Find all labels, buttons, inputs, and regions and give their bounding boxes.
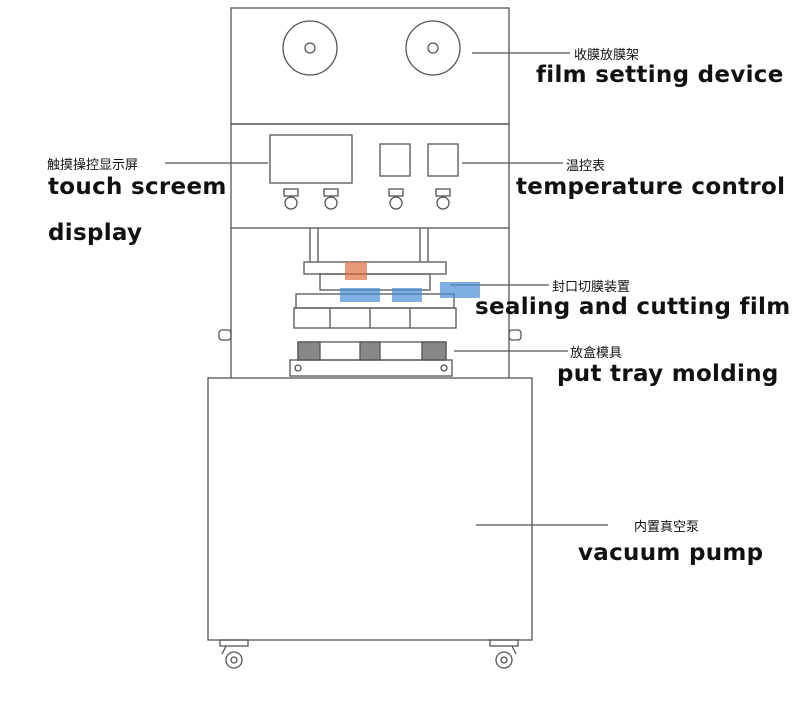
control-panel-frame	[230, 123, 510, 229]
film-label-en: film setting device	[536, 62, 784, 88]
pump-label-cn: 内置真空泵	[634, 520, 700, 535]
middle-frame	[218, 228, 522, 378]
touch-screen	[269, 134, 353, 184]
caster-right	[489, 639, 519, 669]
caster-left	[219, 639, 249, 669]
temp-label-en: temperature control	[516, 174, 786, 200]
touch-label-cn: 触摸操控显示屏	[47, 158, 139, 173]
film-section-frame	[230, 7, 510, 125]
guide-rods	[309, 228, 429, 262]
touch-label-en-1: touch screem	[48, 174, 227, 200]
temp-controller-1	[379, 143, 411, 177]
tray-mold	[289, 341, 453, 377]
temp-label-cn: 温控表	[566, 159, 606, 174]
tray-label-en: put tray molding	[557, 361, 779, 387]
tray-label-cn: 放盒模具	[570, 346, 623, 361]
control-knobs	[283, 188, 451, 210]
overlay-highlights	[340, 262, 480, 302]
temp-controller-2	[427, 143, 459, 177]
touch-label-en-2: display	[48, 220, 143, 246]
base-cabinet	[207, 377, 533, 641]
film-reel-left	[282, 20, 338, 76]
film-label-cn: 收膜放膜架	[574, 48, 640, 63]
seal-label-en: sealing and cutting film	[475, 294, 791, 320]
pump-label-en: vacuum pump	[578, 540, 764, 566]
seal-label-cn: 封口切膜装置	[552, 280, 631, 295]
film-reel-right	[405, 20, 461, 76]
